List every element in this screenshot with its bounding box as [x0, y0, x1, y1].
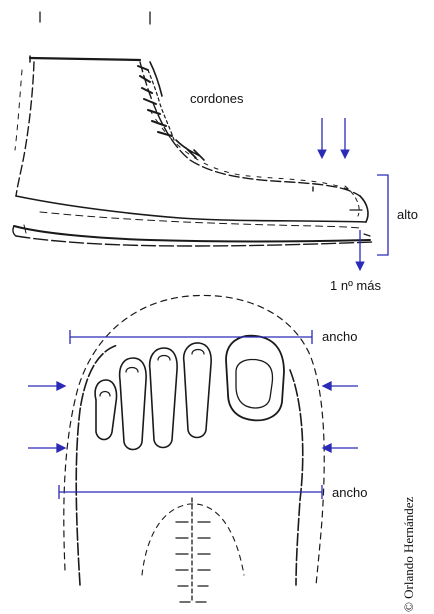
- shoe-eyelets: [176, 522, 210, 602]
- size-arrow-head: [356, 262, 364, 270]
- boot-toe-mark-3: [364, 234, 370, 236]
- down-arrow-left-head: [318, 150, 326, 158]
- laces-label: cordones: [190, 92, 243, 105]
- arrow-left-upper-head: [323, 382, 331, 390]
- toe-second: [184, 343, 211, 438]
- boot-heel-outline: [16, 62, 34, 196]
- size-label: 1 nº más: [330, 279, 381, 292]
- arrow-right-upper-head: [57, 382, 65, 390]
- boot-stitch-line: [40, 212, 360, 228]
- boot-sole-top: [14, 226, 370, 242]
- nail-little: [100, 392, 110, 397]
- boot-heel-back: [13, 226, 16, 236]
- boot-welt-line: [16, 196, 366, 222]
- toe-fourth: [120, 358, 147, 450]
- width-label-top: ancho: [322, 330, 357, 343]
- down-arrow-right-head: [341, 150, 349, 158]
- author-credit: © Orlando Hernández: [402, 497, 415, 612]
- boot-collar: [30, 58, 140, 60]
- toe-third: [150, 348, 177, 448]
- toe-little: [95, 380, 116, 440]
- width-measure-top: [70, 330, 312, 344]
- boot-toe-cap: [360, 196, 368, 222]
- size-arrow: [356, 230, 364, 270]
- width-label-bottom: ancho: [332, 486, 367, 499]
- shoe-tongue-outline: [142, 504, 244, 575]
- boot-heel-inner-line: [15, 70, 22, 150]
- boot-side-view: [13, 12, 372, 246]
- arrow-right-lower-head: [57, 444, 65, 452]
- toe-big-nail: [236, 360, 272, 408]
- height-bracket: [377, 175, 388, 255]
- nail-third: [158, 356, 170, 361]
- boot-laces: [138, 62, 204, 160]
- nail-fourth: [126, 368, 138, 373]
- vamp-pressure-arrows: [318, 118, 349, 158]
- nail-second: [192, 350, 204, 355]
- width-measure-bottom: [59, 485, 322, 499]
- height-label: alto: [397, 208, 418, 221]
- shoe-top-view: [64, 295, 324, 602]
